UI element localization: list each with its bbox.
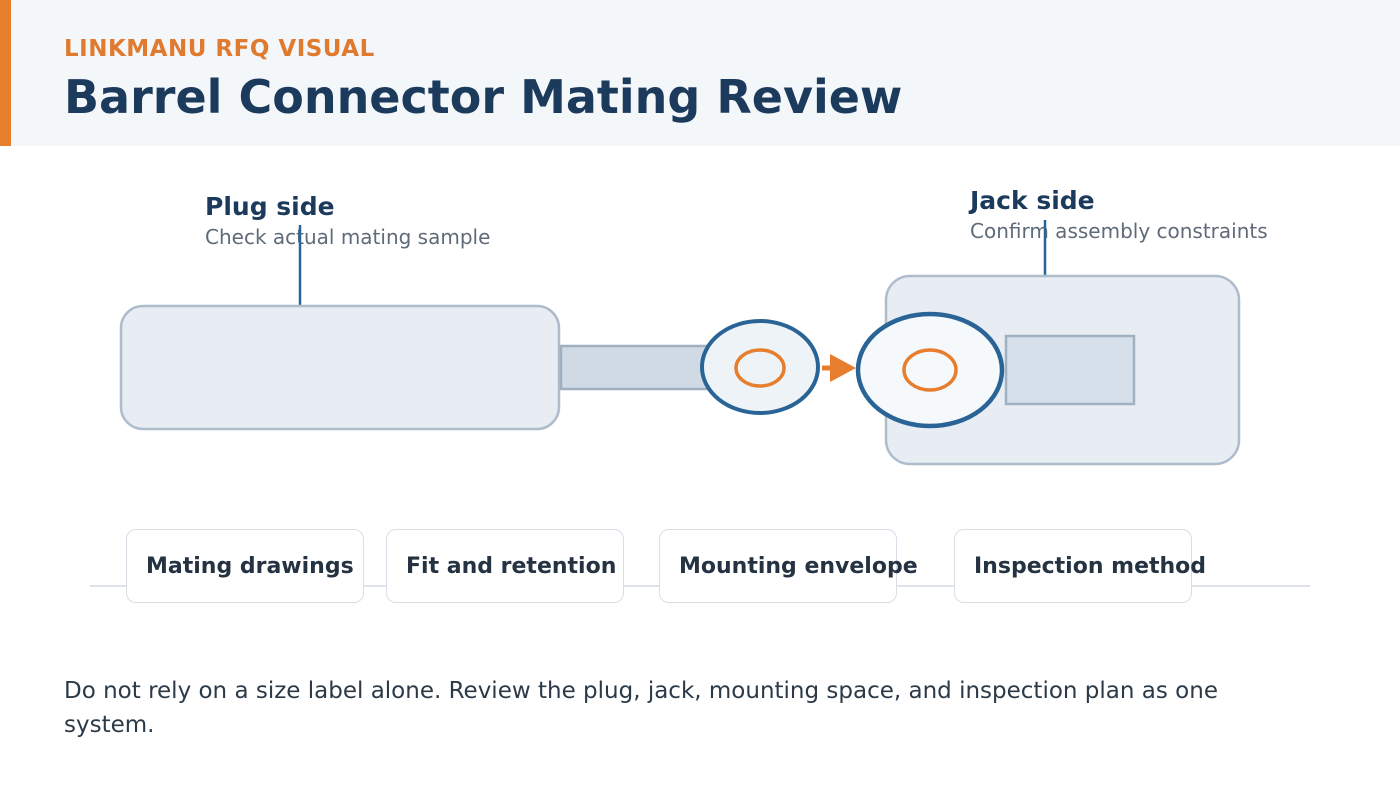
plug-side-subtitle: Check actual mating sample <box>205 225 490 249</box>
plug-body <box>119 304 561 431</box>
jack-side-title: Jack side <box>968 186 1095 215</box>
checklist-item-fit-retention: Fit and retention <box>386 529 624 603</box>
header-band <box>0 0 1400 146</box>
checklist-item-mounting-envelope: Mounting envelope <box>659 529 918 603</box>
jack-socket-ring <box>855 311 1005 429</box>
plug-pin-ring <box>734 348 786 388</box>
plug-shaft <box>559 344 715 391</box>
checklist-item-mating-drawings: Mating drawings <box>126 529 364 603</box>
review-note: Do not rely on a size label alone. Revie… <box>64 678 1218 738</box>
page-title: Barrel Connector Mating Review <box>64 70 903 124</box>
right-arrow-icon <box>822 354 856 382</box>
checklist-item-inspection-method: Inspection method <box>954 529 1206 603</box>
eyebrow-label: LINKMANU RFQ VISUAL <box>64 36 375 62</box>
jack-contact-ring <box>902 348 958 392</box>
jack-mount-block <box>1004 334 1136 406</box>
plug-side-title: Plug side <box>205 192 335 221</box>
plug-tip-ring <box>700 319 820 415</box>
accent-bar <box>0 0 11 146</box>
jack-side-subtitle: Confirm assembly constraints <box>970 219 1268 243</box>
